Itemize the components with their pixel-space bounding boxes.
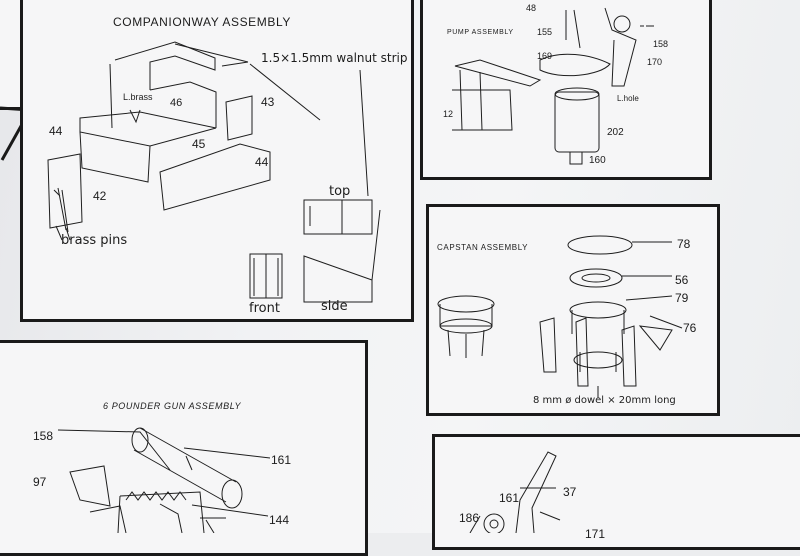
- pump-hole-label: L.hole: [617, 94, 639, 103]
- part-43: 43: [261, 95, 275, 109]
- companionway-title: COMPANIONWAY ASSEMBLY: [113, 15, 291, 29]
- view-top-label: top: [329, 184, 351, 199]
- carriage-panel: 37 161 186 171: [432, 434, 800, 550]
- carriage-drawing: [470, 452, 560, 533]
- pump-part-155: 155: [537, 27, 553, 37]
- pump-part-202: 202: [607, 127, 624, 138]
- pump-drawing: [452, 8, 654, 164]
- pump-part-160: 160: [589, 155, 606, 166]
- companionway-panel: COMPANIONWAY ASSEMBLY 1.5×1.5mm walnut s…: [20, 0, 414, 322]
- gun-part-161: 161: [271, 453, 292, 467]
- capstan-part-56: 56: [675, 273, 689, 287]
- part-45: 45: [192, 137, 206, 151]
- pump-part-158: 158: [653, 39, 669, 49]
- companionway-views-drawing: [250, 70, 380, 302]
- gun-part-97: 97: [33, 475, 47, 489]
- pump-part-48: 48: [526, 3, 537, 13]
- carriage-part-37: 37: [563, 485, 577, 499]
- capstan-dowel-label: 8 mm ø dowel × 20mm long: [533, 395, 676, 406]
- capstan-part-79: 79: [675, 291, 689, 305]
- capstan-panel: CAPSTAN ASSEMBLY 78 56 79 76 8 mm ø dowe…: [426, 204, 720, 416]
- pump-part-12: 12: [443, 109, 454, 119]
- pump-part-170: 170: [647, 57, 663, 67]
- assembly-drawings: [0, 0, 800, 533]
- capstan-drawing: [438, 236, 682, 398]
- gun-part-158: 158: [33, 429, 54, 443]
- carriage-part-186: 186: [459, 511, 480, 525]
- capstan-title: CAPSTAN ASSEMBLY: [437, 243, 529, 252]
- gun-part-144: 144: [269, 513, 290, 527]
- carriage-part-161: 161: [499, 491, 520, 505]
- companionway-hood-drawing: [48, 42, 320, 240]
- part-46: 46: [170, 97, 183, 109]
- pump-title: PUMP ASSEMBLY: [447, 29, 514, 36]
- brass-pins-label: brass pins: [61, 233, 128, 248]
- view-side-label: side: [321, 299, 348, 314]
- part-44-right: 44: [255, 155, 269, 169]
- pump-part-169: 169: [537, 51, 553, 61]
- walnut-strip-label: 1.5×1.5mm walnut strip: [261, 51, 408, 65]
- gun-drawing: [58, 428, 270, 533]
- part-42: 42: [93, 189, 107, 203]
- part-44-left: 44: [49, 124, 63, 138]
- view-front-label: front: [249, 301, 280, 316]
- gun-title: 6 POUNDER GUN ASSEMBLY: [103, 401, 242, 411]
- capstan-part-76: 76: [683, 321, 697, 335]
- brass-label: L.brass: [123, 92, 153, 102]
- capstan-part-78: 78: [677, 237, 691, 251]
